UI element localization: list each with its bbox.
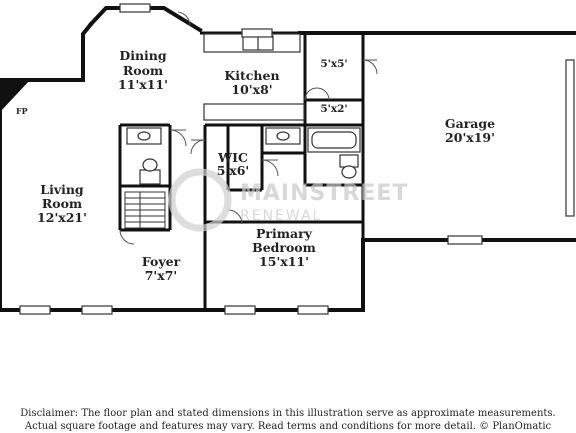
dining-dims: 11'x11' <box>118 77 168 92</box>
primary-label-1: Primary <box>256 226 313 241</box>
garage-label: Garage <box>445 116 495 131</box>
wic-dims: 5'x6' <box>217 163 250 178</box>
watermark: MAINSTREET RENEWAL <box>168 168 408 232</box>
disclaimer-line-2: Actual square footage and features may v… <box>24 421 552 432</box>
closet-a-dims: 5'x5' <box>320 58 347 70</box>
garage-door <box>565 59 575 217</box>
door-swings <box>119 11 378 245</box>
primary-label-2: Bedroom <box>252 240 316 255</box>
wic-label: WIC <box>217 150 248 165</box>
closet-b-dims: 5'x2' <box>320 103 347 115</box>
kitchen-counters <box>203 33 305 121</box>
stairs <box>124 191 166 229</box>
garage-dims: 20'x19' <box>445 130 495 145</box>
living-label-1: Living <box>40 182 84 197</box>
watermark-sub: RENEWAL <box>240 208 322 224</box>
fireplace-label: FP <box>16 106 28 116</box>
living-dims: 12'x21' <box>37 210 87 225</box>
foyer-label: Foyer <box>142 254 181 269</box>
primary-dims: 15'x11' <box>259 254 309 269</box>
dining-label-2: Room <box>123 63 163 78</box>
kitchen-label: Kitchen <box>224 68 279 83</box>
windows <box>19 3 483 315</box>
foyer-dims: 7'x7' <box>145 268 178 283</box>
watermark-brand: MAINSTREET <box>240 181 408 206</box>
interior-walls <box>118 31 365 310</box>
fireplace-shape <box>0 80 30 112</box>
dining-label-1: Dining <box>119 48 167 63</box>
kitchen-dims: 10'x8' <box>231 82 272 97</box>
disclaimer-line-1: Disclaimer: The floor plan and stated di… <box>20 408 556 419</box>
bath-fixtures <box>126 127 361 185</box>
living-label-2: Room <box>42 196 82 211</box>
